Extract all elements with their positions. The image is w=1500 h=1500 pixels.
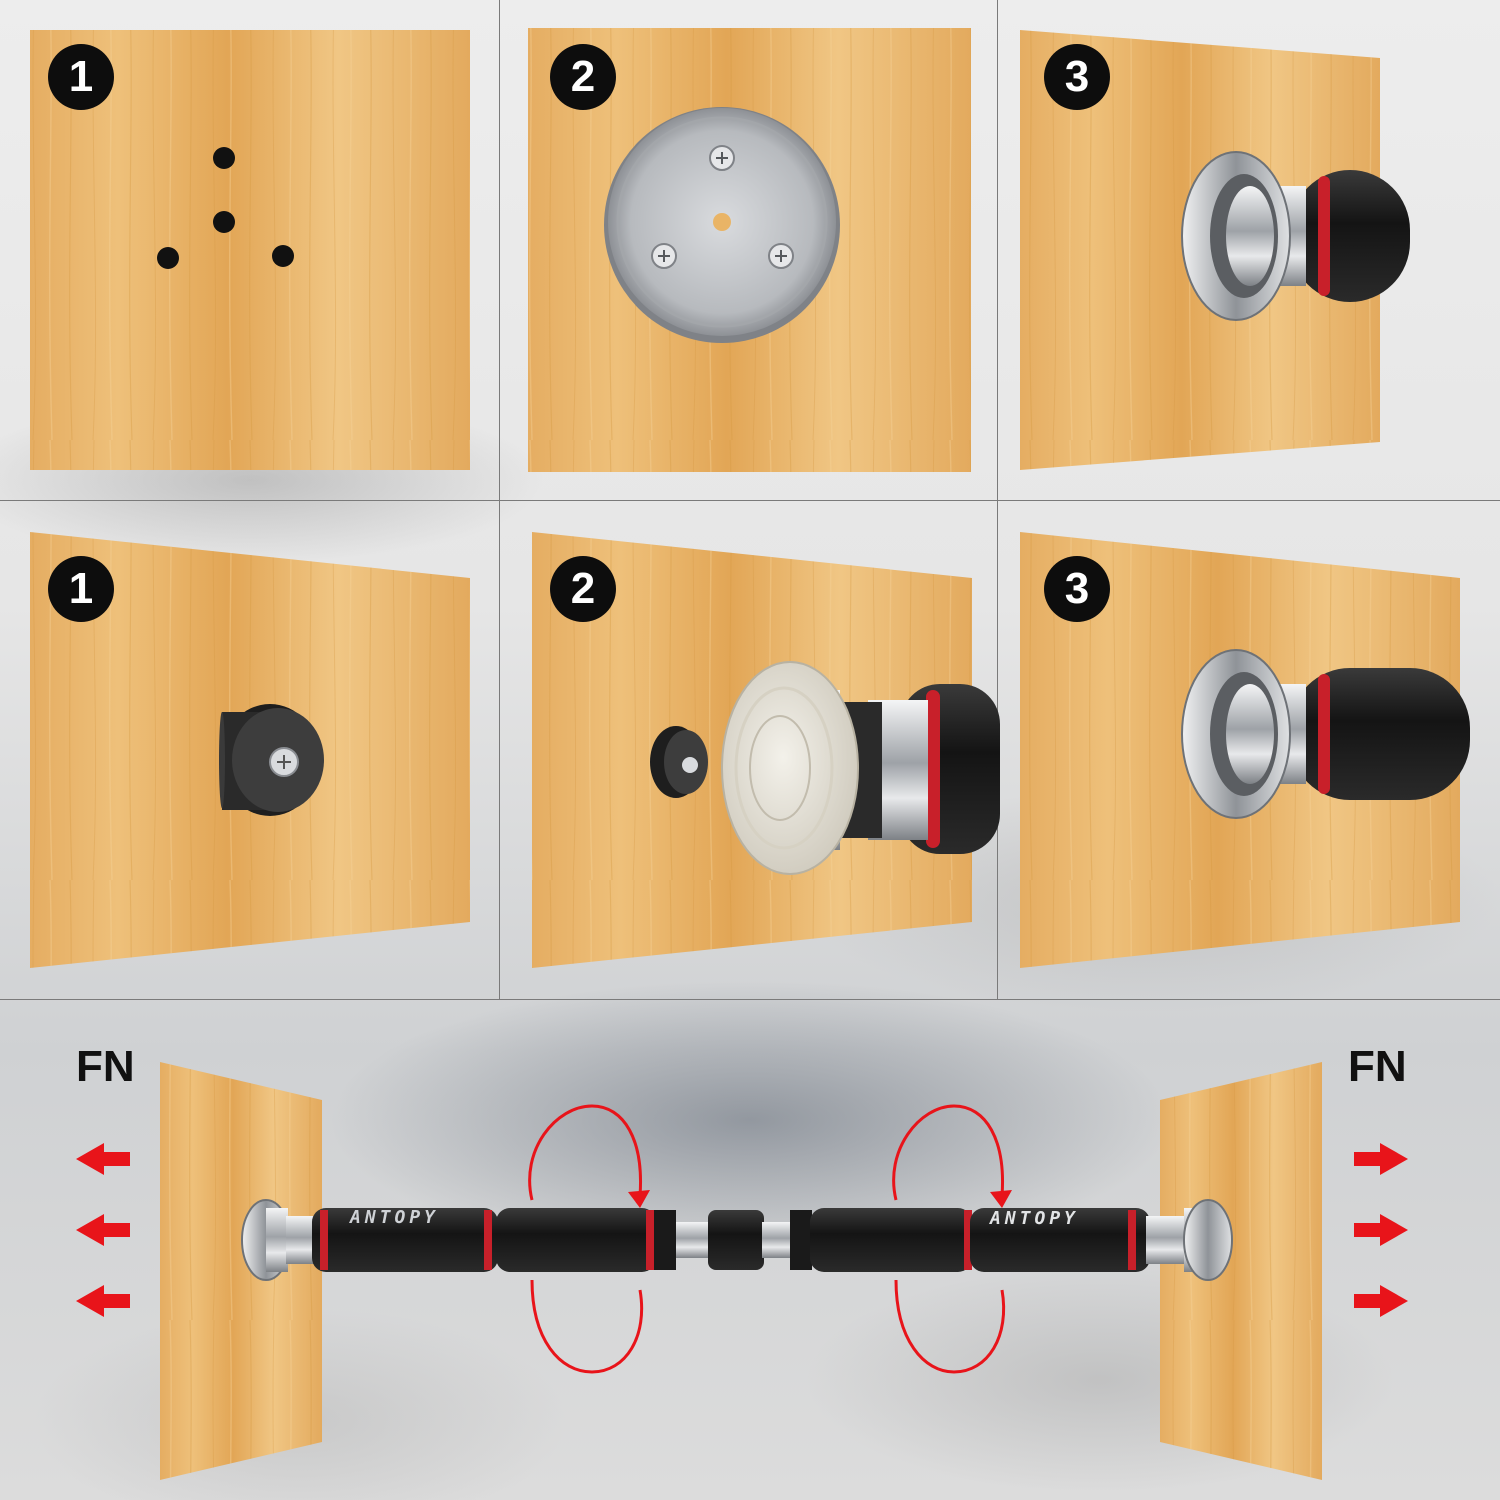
panel-mid-2-board	[532, 532, 1000, 968]
bar-end-installed	[1181, 649, 1470, 819]
screw-icon	[269, 747, 299, 777]
panel-top-1-board	[30, 30, 470, 470]
pull-up-bar	[241, 1199, 1233, 1281]
bar-end-approaching	[721, 661, 1000, 875]
force-label-right: FN	[1348, 1042, 1407, 1091]
rotation-arrow-icon	[528, 1104, 650, 1374]
screw-icon	[651, 145, 794, 269]
brand-label-left: ANTOPY	[349, 1207, 439, 1228]
red-arrow-icon	[76, 1143, 130, 1317]
drill-holes	[157, 147, 294, 269]
small-stopper	[650, 726, 708, 798]
red-arrow-icon	[1354, 1143, 1408, 1317]
rotation-arrow-icon	[892, 1104, 1012, 1374]
mount-plate-icon	[604, 107, 840, 343]
panel-mid-1-board	[30, 532, 470, 968]
step-badge-mid-1: 1	[48, 556, 114, 622]
panel-mid-3-board	[1020, 532, 1470, 968]
rubber-stopper	[219, 704, 324, 816]
step-badge-top-3: 3	[1044, 44, 1110, 110]
step-badge-top-1: 1	[48, 44, 114, 110]
step-badge-mid-2: 2	[550, 556, 616, 622]
step-badge-mid-3: 3	[1044, 556, 1110, 622]
grid-divider-horizontal-2	[0, 999, 1500, 1000]
bar-end-installed	[1181, 151, 1410, 321]
grid-divider-horizontal-1	[0, 500, 1500, 501]
step-badge-top-2: 2	[550, 44, 616, 110]
force-label-left: FN	[76, 1042, 135, 1091]
brand-label-right: ANTOPY	[989, 1208, 1079, 1229]
panel-top-3-board	[1020, 30, 1410, 470]
